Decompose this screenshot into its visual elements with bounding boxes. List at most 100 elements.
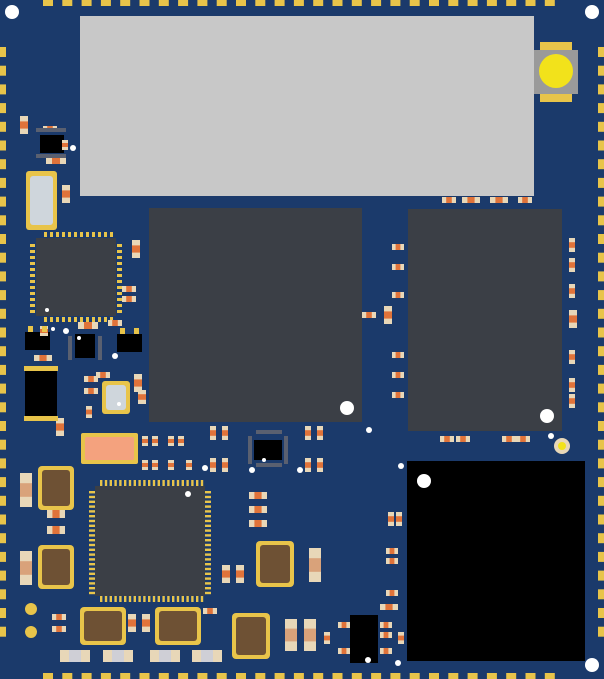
edge-pad bbox=[313, 0, 324, 6]
edge-pad bbox=[236, 0, 246, 6]
edge-pad bbox=[598, 421, 604, 431]
edge-pad bbox=[598, 327, 604, 338]
edge-pad bbox=[598, 346, 604, 357]
fiducial-mark bbox=[63, 328, 69, 334]
edge-pad bbox=[598, 290, 604, 301]
edge-pad bbox=[598, 196, 604, 207]
edge-pad bbox=[0, 514, 6, 525]
edge-pad bbox=[371, 673, 382, 679]
edge-pad bbox=[139, 0, 150, 6]
edge-pad bbox=[0, 271, 6, 282]
edge-pad bbox=[0, 84, 6, 95]
edge-pad bbox=[598, 626, 604, 637]
edge-pad bbox=[598, 234, 604, 244]
edge-pad bbox=[0, 215, 6, 226]
edge-pad bbox=[525, 0, 536, 6]
test-pad-2 bbox=[25, 626, 37, 638]
edge-pad bbox=[371, 0, 382, 6]
edge-pad bbox=[0, 346, 6, 357]
edge-pad bbox=[0, 589, 6, 600]
edge-pad bbox=[598, 608, 604, 618]
edge-pad bbox=[43, 0, 53, 6]
edge-pad bbox=[274, 673, 285, 679]
fiducial-mark bbox=[395, 660, 401, 666]
edge-pad bbox=[598, 308, 604, 319]
fiducial-mark bbox=[112, 353, 118, 359]
edge-pad bbox=[62, 673, 73, 679]
edge-pad bbox=[429, 673, 439, 679]
edge-pad bbox=[81, 673, 92, 679]
fiducial-mark bbox=[45, 308, 49, 312]
rf-shield-can bbox=[80, 16, 534, 196]
edge-pad bbox=[0, 570, 6, 581]
edge-pad bbox=[62, 0, 73, 6]
fiducial-mark bbox=[340, 401, 354, 415]
power-inductors bbox=[38, 466, 294, 659]
small-ic-6 bbox=[254, 440, 282, 460]
edge-pad bbox=[0, 383, 6, 394]
fiducial-mark bbox=[5, 5, 19, 19]
edge-pad bbox=[506, 0, 517, 6]
edge-pad bbox=[0, 47, 6, 57]
edge-pad bbox=[467, 673, 478, 679]
edge-pad bbox=[598, 177, 604, 188]
fiducial-marks bbox=[5, 5, 599, 672]
edge-pad bbox=[0, 477, 6, 488]
edge-pad bbox=[0, 364, 6, 375]
mcu-chip-pads bbox=[89, 480, 211, 602]
edge-pad bbox=[120, 0, 131, 6]
fiducial-mark bbox=[366, 427, 372, 433]
edge-pad bbox=[409, 673, 420, 679]
passive-components bbox=[20, 116, 577, 662]
edge-pad bbox=[598, 271, 604, 282]
edge-pad bbox=[293, 673, 304, 679]
small-ic-3 bbox=[75, 334, 95, 358]
edge-pad bbox=[0, 402, 6, 413]
edge-pad bbox=[598, 215, 604, 226]
edge-pad bbox=[332, 0, 343, 6]
fiducial-mark bbox=[249, 467, 255, 473]
edge-pad bbox=[158, 0, 169, 6]
edge-pad bbox=[598, 402, 604, 413]
qfn-chip bbox=[36, 238, 116, 316]
small-ic-5 bbox=[25, 370, 57, 416]
fiducial-mark bbox=[417, 474, 431, 488]
test-pad-1 bbox=[25, 603, 37, 615]
edge-pad bbox=[0, 421, 6, 431]
connector-center-pin bbox=[539, 54, 573, 88]
edge-pad bbox=[0, 177, 6, 188]
edge-pad bbox=[598, 533, 604, 544]
edge-pad bbox=[467, 0, 478, 6]
edge-pad bbox=[274, 0, 285, 6]
edge-pad bbox=[0, 626, 6, 637]
edge-pad bbox=[0, 196, 6, 207]
fiducial-mark bbox=[117, 402, 121, 406]
led-indicator bbox=[554, 438, 570, 454]
edge-pad bbox=[0, 551, 6, 562]
edge-pad bbox=[598, 47, 604, 57]
edge-pad bbox=[598, 252, 604, 263]
edge-pad bbox=[506, 673, 517, 679]
edge-pad bbox=[598, 589, 604, 600]
edge-pad bbox=[544, 0, 555, 6]
edge-pad bbox=[255, 0, 266, 6]
edge-pad bbox=[598, 551, 604, 562]
crystal-oscillator-1 bbox=[26, 171, 57, 230]
edge-pad bbox=[598, 103, 604, 114]
edge-pad bbox=[178, 673, 189, 679]
edge-pad bbox=[486, 673, 497, 679]
edge-pad bbox=[332, 673, 343, 679]
edge-pad bbox=[236, 673, 246, 679]
edge-pad bbox=[429, 0, 439, 6]
edge-pad bbox=[0, 252, 6, 263]
edge-pad bbox=[0, 608, 6, 618]
edge-pad bbox=[216, 0, 227, 6]
edge-pad bbox=[598, 439, 604, 450]
fiducial-mark bbox=[365, 657, 371, 663]
edge-pad bbox=[100, 673, 111, 679]
edge-pad bbox=[544, 673, 555, 679]
edge-pad bbox=[313, 673, 324, 679]
edge-pad bbox=[81, 0, 92, 6]
